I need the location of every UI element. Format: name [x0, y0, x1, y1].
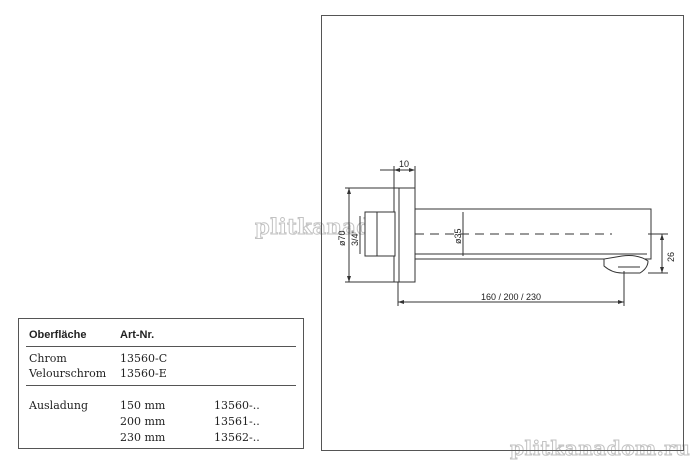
- finish-article: 13560-C: [120, 352, 168, 365]
- projection-article: 13561-..: [214, 415, 260, 428]
- outlet-aerator: [603, 255, 649, 274]
- wall-flange: [393, 187, 416, 283]
- dim-thread: 3/4": [350, 230, 360, 246]
- dim-flange-thickness: 10: [399, 159, 409, 169]
- projection-length: 200 mm: [120, 415, 166, 428]
- projection-label: Ausladung: [29, 399, 89, 412]
- projection-length: 230 mm: [120, 431, 166, 444]
- section-rule: [26, 385, 296, 386]
- header-surface: Oberfläche: [29, 329, 87, 341]
- dim-outlet-height: 26: [666, 252, 676, 262]
- dim-projection: 160 / 200 / 230: [481, 292, 541, 302]
- dim-spout-diameter: ø35: [453, 228, 463, 244]
- finish-article: 13560-E: [120, 367, 167, 380]
- finish-name: Chrom: [29, 352, 67, 365]
- drawing-frame: 10 ø70 3/4" ø35 26 160 / 200 / 230: [321, 15, 684, 451]
- spout-technical-drawing: 10 ø70 3/4" ø35 26 160 / 200 / 230: [337, 159, 676, 306]
- projection-length: 150 mm: [120, 399, 166, 412]
- spec-table: Oberfläche Art-Nr. Chrom 13560-C Velours…: [18, 318, 304, 449]
- projection-article: 13562-..: [214, 431, 260, 444]
- connector-block: [364, 211, 396, 257]
- finish-name: Velourschrom: [29, 367, 107, 380]
- header-rule: [26, 346, 296, 347]
- dim-flange-diameter: ø70: [337, 230, 347, 246]
- projection-article: 13560-..: [214, 399, 260, 412]
- header-article-number: Art-Nr.: [120, 329, 155, 341]
